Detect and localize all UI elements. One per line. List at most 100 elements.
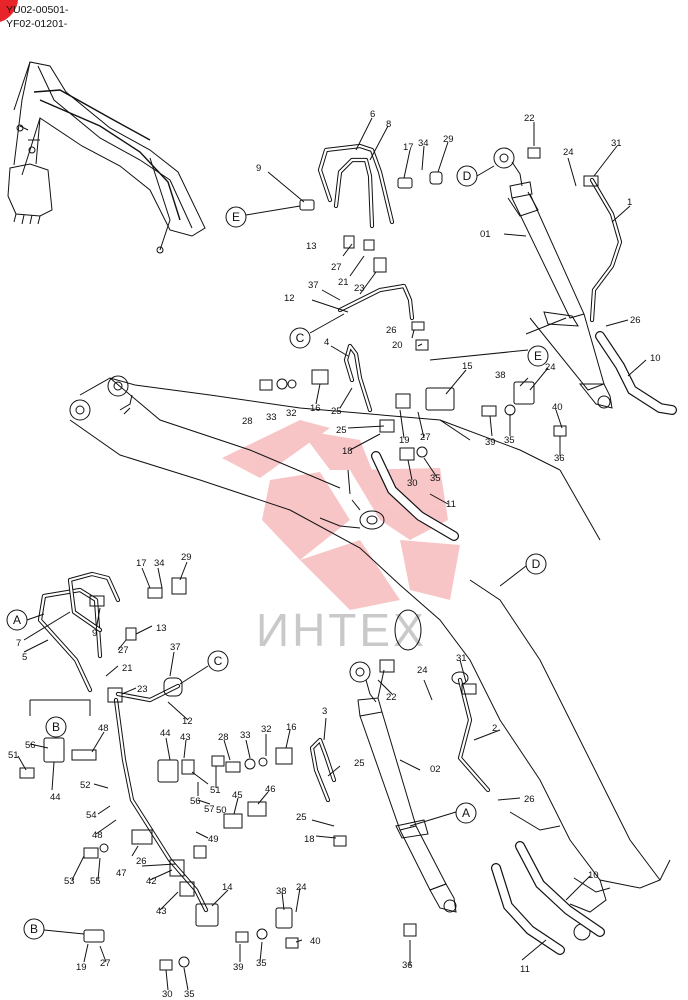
part-label: 40 bbox=[552, 402, 563, 413]
part-label: 30 bbox=[162, 989, 173, 1000]
part-label: 44 bbox=[50, 792, 61, 803]
part-label: 54 bbox=[86, 810, 97, 821]
part-label: 6 bbox=[370, 109, 375, 120]
part-label: 35 bbox=[184, 989, 195, 1000]
part-label: 19 bbox=[76, 962, 87, 973]
part-label: 10 bbox=[650, 353, 661, 364]
part-label: 24 bbox=[563, 147, 574, 158]
marker-D-mid: D bbox=[499, 553, 547, 587]
part-label: 21 bbox=[122, 663, 133, 674]
svg-text:A: A bbox=[462, 806, 470, 820]
part-label: 35 bbox=[430, 473, 441, 484]
header-code-1: YU02-00501- bbox=[6, 4, 69, 16]
marker-C-lower: C bbox=[179, 650, 229, 685]
marker-E-top: E bbox=[225, 205, 301, 228]
part-label: 27 bbox=[100, 958, 111, 969]
part-label: 35 bbox=[504, 435, 515, 446]
part-label: 45 bbox=[232, 790, 243, 801]
part-label: 39 bbox=[233, 962, 244, 973]
part-label: 18 bbox=[304, 834, 315, 845]
part-label: 49 bbox=[208, 834, 219, 845]
part-label: 43 bbox=[156, 906, 167, 917]
part-label: 33 bbox=[266, 412, 277, 423]
marker-C-top: C bbox=[289, 313, 345, 349]
svg-text:C: C bbox=[214, 654, 223, 668]
part-label: 26 bbox=[386, 325, 397, 336]
part-label: 34 bbox=[154, 558, 165, 569]
part-label: 47 bbox=[116, 868, 127, 879]
part-label: 13 bbox=[156, 623, 167, 634]
part-label: 31 bbox=[456, 653, 467, 664]
part-label: 7 bbox=[16, 638, 21, 649]
part-label: 27 bbox=[420, 432, 431, 443]
part-label: 31 bbox=[611, 138, 622, 149]
part-label: 9 bbox=[92, 628, 97, 639]
marker-A-right: A bbox=[409, 802, 477, 827]
part-label: 16 bbox=[286, 722, 297, 733]
part-labels: 6 8 9 17 34 29 22 24 31 1 01 26 10 13 27… bbox=[8, 109, 661, 1000]
part-label: 16 bbox=[310, 403, 321, 414]
part-label: 24 bbox=[417, 665, 428, 676]
marker-D-top: D bbox=[456, 165, 495, 187]
part-label: 33 bbox=[240, 730, 251, 741]
part-label: 25 bbox=[354, 758, 365, 769]
part-label: 52 bbox=[80, 780, 91, 791]
part-label: 1 bbox=[627, 197, 632, 208]
part-label: 29 bbox=[443, 134, 454, 145]
part-label: 28 bbox=[242, 416, 253, 427]
part-label: 12 bbox=[284, 293, 295, 304]
leader-lines bbox=[17, 117, 647, 991]
part-label: 28 bbox=[218, 732, 229, 743]
corner-mark bbox=[0, 0, 18, 22]
part-label: 24 bbox=[296, 882, 307, 893]
part-label: 44 bbox=[160, 728, 171, 739]
part-label: 8 bbox=[386, 119, 391, 130]
part-label: 50 bbox=[216, 805, 227, 816]
part-label: 17 bbox=[403, 142, 414, 153]
boom bbox=[69, 375, 671, 941]
part-label: 51 bbox=[210, 785, 221, 796]
part-label: 01 bbox=[480, 229, 491, 240]
svg-text:D: D bbox=[463, 169, 472, 183]
part-label: 23 bbox=[137, 684, 148, 695]
part-label: 14 bbox=[222, 882, 233, 893]
part-label: 51 bbox=[8, 750, 19, 761]
part-label: 30 bbox=[407, 478, 418, 489]
part-label: 38 bbox=[276, 886, 287, 897]
part-label: 3 bbox=[322, 706, 327, 717]
part-label: 22 bbox=[524, 113, 535, 124]
part-label: 36 bbox=[402, 960, 413, 971]
svg-text:B: B bbox=[30, 922, 38, 936]
part-label: 21 bbox=[338, 277, 349, 288]
part-label: 32 bbox=[286, 408, 297, 419]
part-label: 26 bbox=[524, 794, 535, 805]
part-label: 37 bbox=[308, 280, 319, 291]
thumbnail-excavator-arm bbox=[7, 61, 206, 254]
part-label: 24 bbox=[545, 362, 556, 373]
svg-text:B: B bbox=[52, 720, 60, 734]
part-label: 42 bbox=[146, 876, 157, 887]
svg-text:E: E bbox=[534, 349, 542, 363]
hoses bbox=[371, 331, 677, 955]
part-label: 10 bbox=[588, 870, 599, 881]
part-label: 43 bbox=[180, 732, 191, 743]
part-label: 27 bbox=[118, 645, 129, 656]
circle-markers: E D C E D A C bbox=[6, 165, 549, 940]
svg-text:A: A bbox=[13, 613, 21, 627]
part-label: 56 bbox=[25, 740, 36, 751]
marker-B-bottom: B bbox=[23, 918, 85, 940]
part-label: 02 bbox=[430, 764, 441, 775]
svg-text:E: E bbox=[232, 210, 240, 224]
part-label: 48 bbox=[98, 723, 109, 734]
part-label: 34 bbox=[418, 138, 429, 149]
part-label: 13 bbox=[306, 241, 317, 252]
marker-B-left: B bbox=[45, 716, 67, 738]
part-label: 48 bbox=[92, 830, 103, 841]
part-label: 26 bbox=[136, 856, 147, 867]
svg-text:ИНТЕХ: ИНТЕХ bbox=[256, 604, 427, 656]
part-label: 23 bbox=[354, 283, 365, 294]
part-label: 55 bbox=[90, 876, 101, 887]
part-label: 11 bbox=[446, 499, 456, 510]
part-label: 5 bbox=[22, 652, 27, 663]
